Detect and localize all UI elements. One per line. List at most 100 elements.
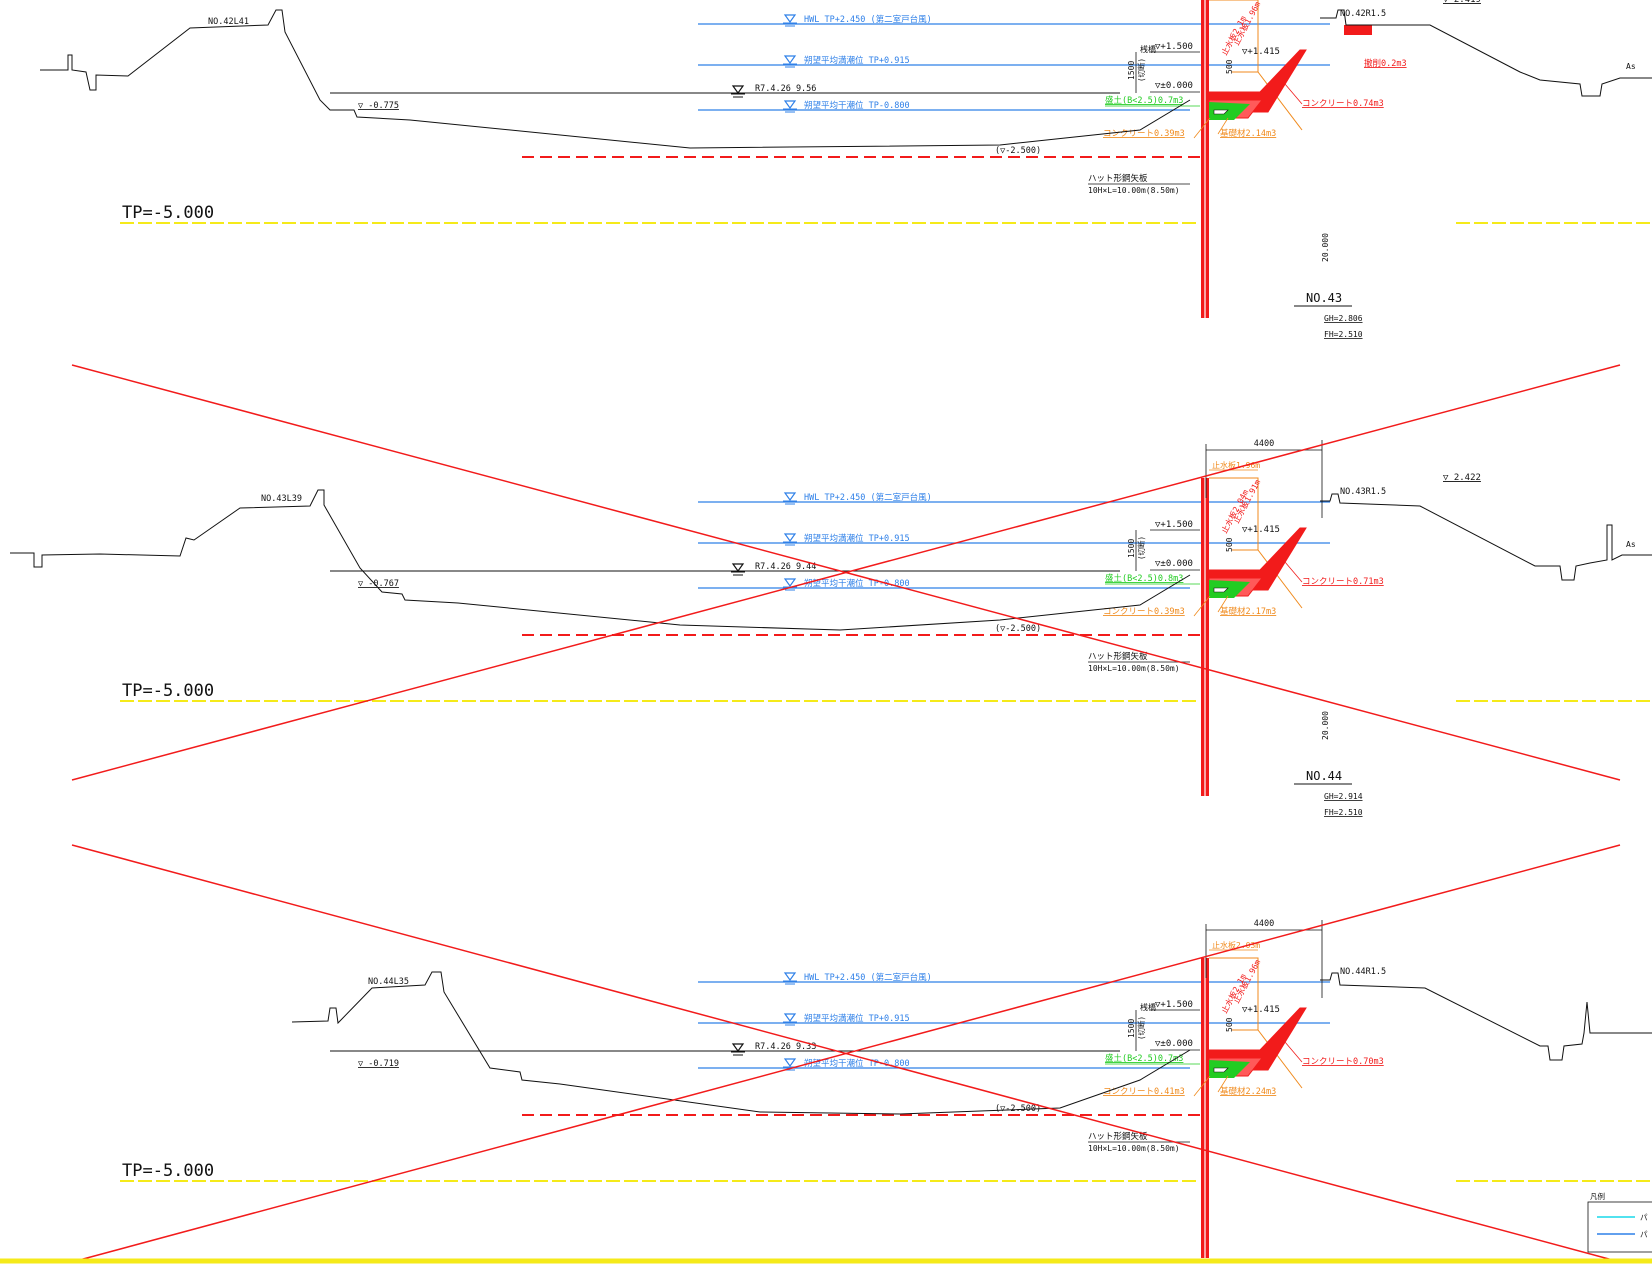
top-waterstop-label: 止水板2.03m — [1212, 940, 1260, 950]
base-material-label: 基礎材2.14m3 — [1220, 128, 1276, 139]
legend-item-2: パ — [1640, 1230, 1648, 1239]
gh-label: GH=2.914 — [1324, 792, 1363, 801]
water-level-triangle-icon — [783, 1013, 797, 1023]
as-label: As — [1626, 540, 1636, 549]
concrete-right-leader — [1284, 561, 1303, 583]
bed-level-label: ▽ -0.775 — [358, 101, 399, 111]
sheet-pile-spec: 10H×L=10.00m(8.50m) — [1088, 186, 1180, 195]
water-level-triangle-icon — [783, 55, 797, 65]
tp-label: TP=-5.000 — [122, 203, 214, 223]
right-station-label: NO.42R1.5 — [1340, 9, 1386, 19]
level-minus-2500-label: (▽-2.500) — [995, 624, 1041, 634]
ladder-detail — [1213, 1067, 1229, 1073]
level-1500-label: ▽+1.500 — [1155, 42, 1193, 52]
water-level-triangle-icon — [731, 85, 745, 95]
survey-label: R7.4.26 9.56 — [755, 84, 816, 94]
dim-cut-label: (切断) — [1136, 1016, 1146, 1040]
survey-label: R7.4.26 9.44 — [755, 562, 816, 572]
ground-profile-right — [1320, 972, 1652, 1061]
water-level-triangle-icon — [731, 563, 745, 573]
ground-profile-left — [291, 971, 1191, 1115]
hwl-label: HWL TP+2.450 (第二室戸台風) — [804, 14, 932, 25]
right-station-label: NO.44R1.5 — [1340, 967, 1386, 977]
water-level-triangle-icon — [783, 14, 797, 24]
bed-level-label: ▽ -0.767 — [358, 579, 399, 589]
water-level-triangle-icon — [783, 533, 797, 543]
sheet-pile-label: ハット形鋼矢板 — [1088, 173, 1148, 184]
fill-label: 盛土(B<2.5)0.7m3 — [1105, 95, 1183, 106]
cross-out-marks — [71, 364, 1621, 1263]
ladder-detail — [1213, 587, 1229, 593]
concrete-right-label: コンクリート0.74m3 — [1302, 99, 1384, 109]
base-material-label: 基礎材2.17m3 — [1220, 606, 1276, 617]
legend-title: 凡例 — [1590, 1191, 1605, 1201]
level-1415-label: ▽+1.415 — [1242, 1005, 1280, 1015]
concrete-right-leader — [1284, 1041, 1303, 1063]
orange-guide-box — [1209, 957, 1259, 1031]
dim-500-label: 500 — [1225, 1017, 1234, 1032]
bed-level-label: ▽ -0.719 — [358, 1059, 399, 1069]
concrete-right-leader — [1284, 83, 1303, 105]
sheet-pile-spec: 10H×L=10.00m(8.50m) — [1088, 1144, 1180, 1153]
orange-guide-box — [1209, 477, 1259, 551]
hwl-label: HWL TP+2.450 (第二室戸台風) — [804, 492, 932, 503]
level-1500-label: ▽+1.500 — [1155, 1000, 1193, 1010]
temporary-label: 桟橋 — [1140, 44, 1156, 54]
level-0-label: ▽±0.000 — [1155, 1039, 1193, 1049]
tp-label: TP=-5.000 — [122, 1161, 214, 1181]
removal-block — [1344, 25, 1372, 35]
dim-cut-label: (切断) — [1136, 58, 1146, 82]
cross-out-line-b — [71, 844, 1621, 1263]
sheet-pile-label: ハット形鋼矢板 — [1088, 651, 1148, 662]
legend-frame — [1587, 1201, 1652, 1253]
orange-guide-diagonal — [1257, 71, 1303, 131]
concrete-left-label: コンクリート0.41m3 — [1103, 1087, 1185, 1097]
pile-length-label: 20.000 — [1321, 711, 1330, 740]
right-level-label: ▽ 2.422 — [1443, 473, 1481, 483]
water-level-triangle-icon — [783, 1058, 797, 1068]
temporary-label: 桟橋 — [1140, 1002, 1156, 1012]
ground-profile-left — [40, 9, 1191, 149]
section-no44: HWL TP+2.450 (第二室戸台風) 朔望平均満潮位 TP+0.915R7.… — [120, 439, 1652, 817]
lws-label: 朔望平均干潮位 TP-0.800 — [804, 100, 910, 111]
water-level-triangle-icon — [731, 1043, 745, 1053]
level-1415-label: ▽+1.415 — [1242, 525, 1280, 535]
left-station-label: NO.44L35 — [368, 977, 409, 987]
level-0-label: ▽±0.000 — [1155, 559, 1193, 569]
hwl-label: HWL TP+2.450 (第二室戸台風) — [804, 972, 932, 983]
water-level-triangle-icon — [783, 100, 797, 110]
base-leader — [1217, 117, 1229, 135]
level-1415-label: ▽+1.415 — [1242, 47, 1280, 57]
fh-label: FH=2.510 — [1324, 808, 1363, 817]
level-1500-label: ▽+1.500 — [1155, 520, 1193, 530]
tp-label: TP=-5.000 — [122, 681, 214, 701]
dim-1500-label: 1500 — [1127, 61, 1136, 80]
base-material-label: 基礎材2.24m3 — [1220, 1086, 1276, 1097]
survey-label: R7.4.26 9.33 — [755, 1042, 816, 1052]
hws-label: 朔望平均満潮位 TP+0.915 — [804, 533, 910, 544]
top-dimension-label: 4400 — [1254, 439, 1274, 449]
dim-1500-label: 1500 — [1127, 539, 1136, 558]
ladder-detail — [1213, 109, 1229, 115]
station-title: NO.44 — [1306, 769, 1342, 783]
fill-label: 盛土(B<2.5)0.7m3 — [1105, 1053, 1183, 1064]
level-minus-2500-label: (▽-2.500) — [995, 146, 1041, 156]
station-title: NO.43 — [1306, 291, 1342, 305]
fh-label: FH=2.510 — [1324, 330, 1363, 339]
top-waterstop-label: 止水板1.96m — [1212, 460, 1260, 470]
orange-guide-diagonal — [1257, 1029, 1303, 1089]
sheet-pile-label: ハット形鋼矢板 — [1088, 1131, 1148, 1142]
lws-label: 朔望平均干潮位 TP-0.800 — [804, 578, 910, 589]
removal-label: 撤削0.2m3 — [1364, 58, 1407, 69]
concrete-left-leader — [1193, 1075, 1211, 1097]
base-leader — [1217, 1075, 1229, 1093]
concrete-right-label: コンクリート0.70m3 — [1302, 1057, 1384, 1067]
orange-guide-diagonal — [1257, 549, 1303, 609]
top-dimension-label: 4400 — [1254, 919, 1274, 929]
hws-label: 朔望平均満潮位 TP+0.915 — [804, 1013, 910, 1024]
sheet-pile-spec: 10H×L=10.00m(8.50m) — [1088, 664, 1180, 673]
level-minus-2500-label: (▽-2.500) — [995, 1104, 1041, 1114]
lws-label: 朔望平均干潮位 TP-0.800 — [804, 1058, 910, 1069]
level-0-label: ▽±0.000 — [1155, 81, 1193, 91]
